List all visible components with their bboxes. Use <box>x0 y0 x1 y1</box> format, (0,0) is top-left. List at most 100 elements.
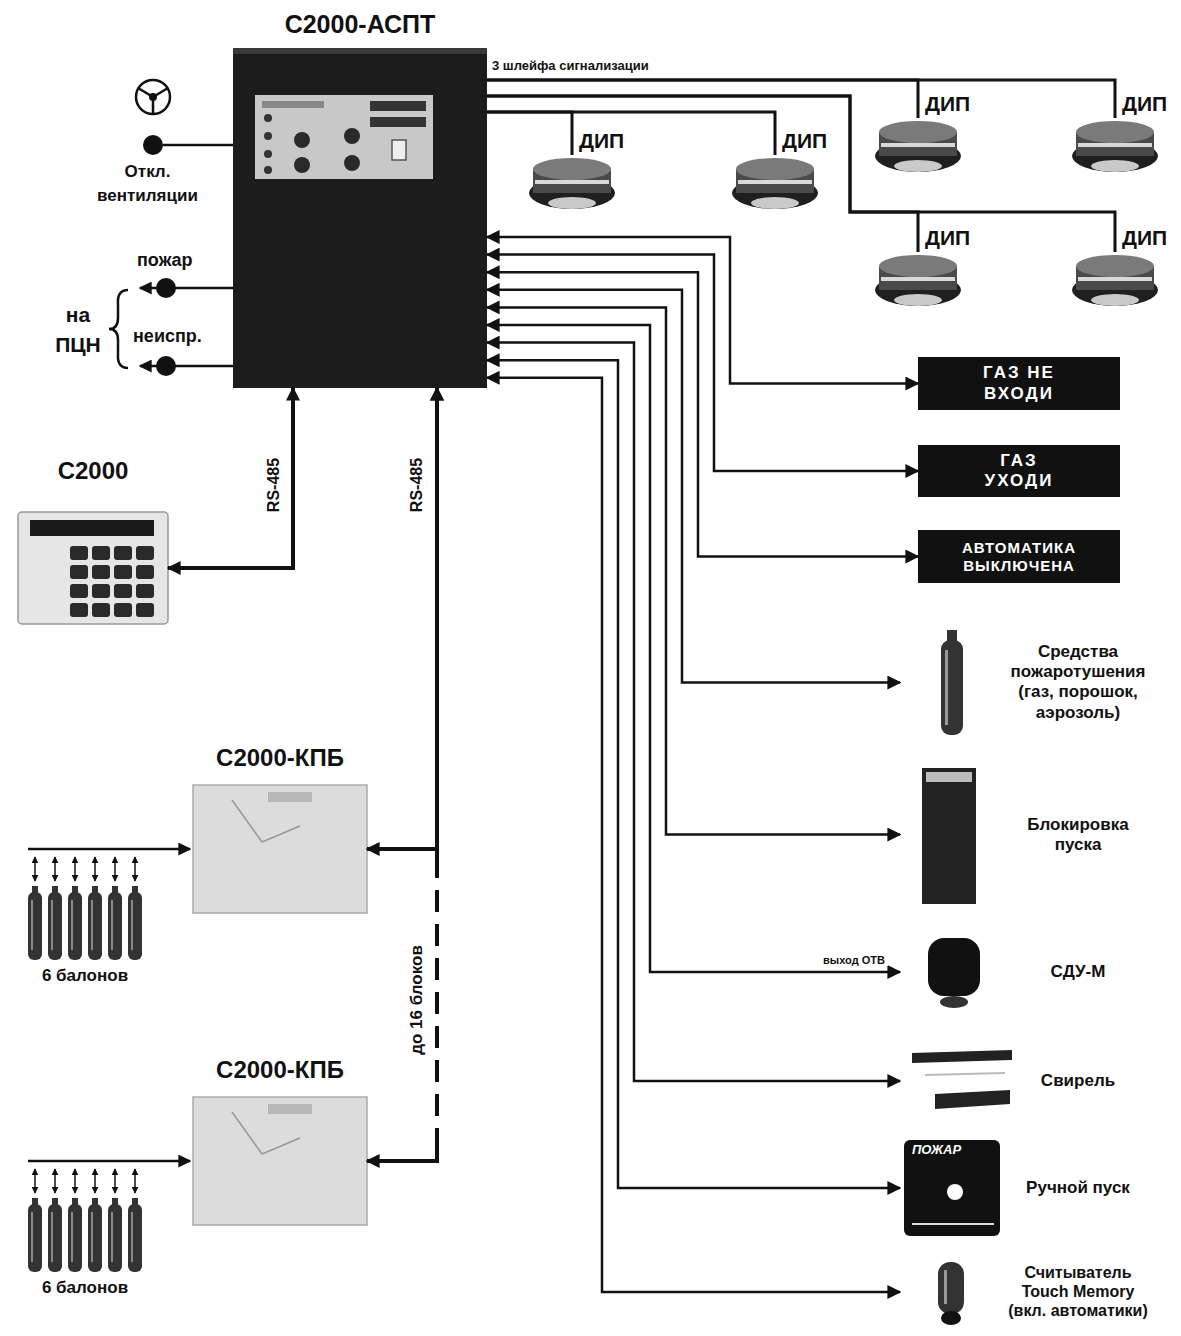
panel-button <box>294 132 310 148</box>
siren-icon <box>912 1050 1012 1109</box>
lock-icon <box>922 768 976 904</box>
device-label: Считыватель Touch Memory (вкл. автоматик… <box>1003 1263 1153 1321</box>
detector-label: ДИП <box>1122 226 1167 249</box>
indicator <box>264 150 272 158</box>
fault-output-wire <box>140 365 233 368</box>
smoke-detector: ДИП <box>529 155 615 211</box>
siren-bar <box>912 1050 1012 1063</box>
connector <box>367 388 437 1161</box>
cylinder-arrow <box>74 1169 76 1193</box>
gas-cylinder <box>108 886 122 960</box>
gas-cylinder <box>28 886 42 960</box>
smoke-detector: ДИП <box>1072 118 1158 174</box>
note-label: ПОЖАР <box>912 1142 961 1158</box>
gas-cylinder <box>28 1198 42 1272</box>
keypad-keys <box>70 546 154 618</box>
note-label: на ПЦН <box>46 300 110 360</box>
cylinder-arrow <box>114 1169 116 1193</box>
connector <box>487 290 900 683</box>
gas-cylinder <box>88 886 102 960</box>
keypad-picture <box>18 512 168 624</box>
connector <box>487 378 900 1292</box>
node-heading: С2000-АСПТ <box>285 11 436 39</box>
cylinder-arrow <box>74 857 76 881</box>
connector <box>487 112 572 155</box>
cylinder-arrow <box>54 857 56 881</box>
block-plate <box>268 792 312 802</box>
note-label: 6 балонов <box>20 966 150 986</box>
fire-output-wire <box>140 287 233 290</box>
smoke-detector: ДИП <box>732 155 818 211</box>
detector-icon <box>732 158 818 209</box>
housing-body <box>233 48 487 388</box>
indicator <box>264 114 272 122</box>
detector-icon <box>1072 255 1158 306</box>
highlight <box>945 650 948 725</box>
connector <box>487 96 1115 252</box>
terminal-dot <box>143 135 163 155</box>
node-heading: С2000-КПБ <box>216 745 344 771</box>
control-block-picture <box>193 1097 367 1225</box>
light-sign: ГАЗ НЕ ВХОДИ <box>918 357 1120 410</box>
smoke-detector: ДИП <box>875 118 961 174</box>
sounder-body <box>928 938 980 996</box>
sign-text: ГАЗ УХОДИ <box>974 451 1064 492</box>
cylinder-arrow <box>134 1169 136 1193</box>
cylinder-arrow <box>34 857 36 881</box>
cylinder-arrow <box>34 1169 36 1193</box>
connector <box>487 96 918 252</box>
vent-wire <box>163 144 233 147</box>
panel-display <box>370 101 426 111</box>
connector <box>487 307 900 834</box>
cylinder-group <box>28 1161 190 1272</box>
cylinder-line <box>28 848 190 851</box>
cylinder-arrow <box>134 857 136 881</box>
gas-cylinder <box>48 1198 62 1272</box>
panel-button <box>294 157 310 173</box>
detector-icon <box>529 158 615 209</box>
detector-label: ДИП <box>1122 92 1167 115</box>
launch-lock: Блокировка пуска <box>900 762 1172 907</box>
reader-tip <box>941 1311 961 1325</box>
device-label: Блокировка пуска <box>1016 814 1141 855</box>
extinguisher-icon <box>941 630 963 735</box>
node-heading: С2000-КПБ <box>216 1057 344 1083</box>
gas-cylinder <box>128 1198 142 1272</box>
device-label: Свирель <box>992 1071 1164 1091</box>
sign-text: ГАЗ НЕ ВХОДИ <box>959 363 1079 404</box>
gas-cylinder <box>48 886 62 960</box>
gas-cylinder <box>68 1198 82 1272</box>
keypad-body <box>18 512 168 624</box>
note-label: 6 балонов <box>20 1278 150 1298</box>
note-label: неиспр. <box>133 326 202 348</box>
block-body <box>193 1097 367 1225</box>
device-label: Средства пожаротушения (газ, порошок, аэ… <box>992 642 1164 724</box>
gas-cylinder <box>68 886 82 960</box>
cylinder-arrow <box>114 857 116 881</box>
connector <box>487 325 900 972</box>
siren-detail <box>925 1073 1005 1075</box>
note-label: пожар <box>137 250 193 272</box>
connector <box>487 272 918 556</box>
cylinder-body <box>941 640 963 735</box>
fan-symbol <box>136 80 170 114</box>
cylinder-control-block: С2000-КПБ <box>193 785 367 913</box>
connector <box>487 360 900 1188</box>
detector-label: ДИП <box>925 226 970 249</box>
terminal-dot <box>156 278 176 298</box>
device-label: СДУ-М <box>992 962 1164 982</box>
sounder-device: СДУ-М <box>900 932 1172 1012</box>
node-heading: С2000 <box>58 458 129 484</box>
fan-spokes <box>138 88 168 114</box>
sign-text: АВТОМАТИКА ВЫКЛЮЧЕНА <box>929 539 1109 575</box>
cylinder-arrow <box>94 857 96 881</box>
gas-cylinder <box>128 886 142 960</box>
panel-strip <box>262 101 324 108</box>
controller-housing <box>233 48 487 388</box>
detector-label: ДИП <box>925 92 970 115</box>
detector-label: ДИП <box>782 129 827 152</box>
detector-label: ДИП <box>579 129 624 152</box>
connector <box>487 112 775 155</box>
lock-plate <box>926 772 972 782</box>
